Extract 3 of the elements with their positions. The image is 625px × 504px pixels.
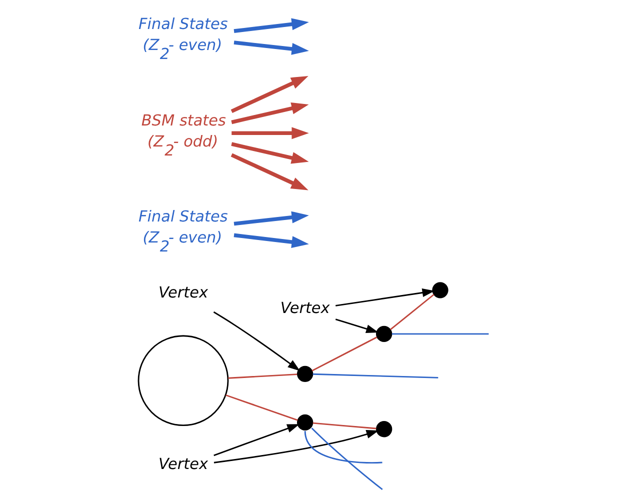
node-text: Vertex [280, 298, 330, 317]
node-text: Vertex [158, 454, 208, 473]
node-text: Vertex [158, 284, 208, 302]
